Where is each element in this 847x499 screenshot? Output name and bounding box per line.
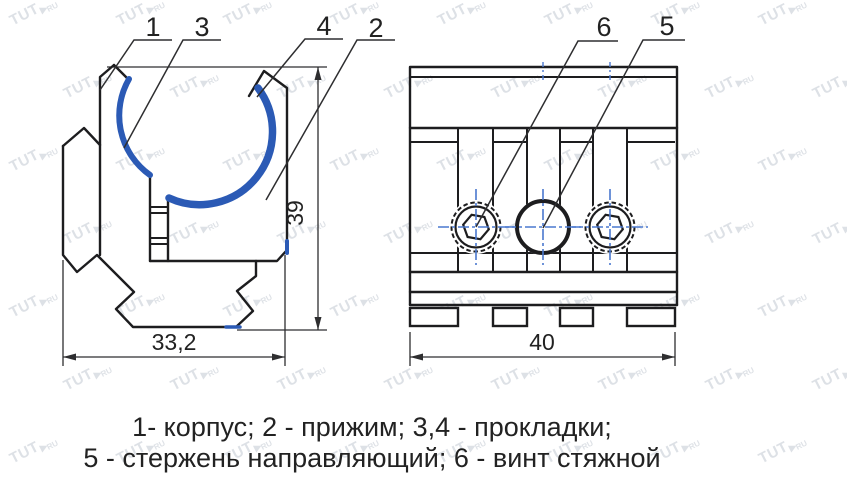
hex-socket <box>461 213 491 241</box>
left-view-callout-leaders <box>99 38 395 201</box>
gasket-4-arc <box>165 84 277 209</box>
right-view-dimension-lines <box>409 332 676 366</box>
right-view-body-outline <box>408 65 679 328</box>
bottom-tooth <box>558 306 595 328</box>
bottom-tooth <box>491 306 529 328</box>
callout-5: 5 <box>659 11 674 41</box>
centerlines <box>438 62 648 265</box>
callout-2: 2 <box>368 13 383 43</box>
dimension-height-39: 39 <box>282 200 308 226</box>
dimension-width-40: 40 <box>529 329 555 355</box>
left-view-side-profile: 1 3 4 2 33,2 39 <box>61 11 395 366</box>
callout-4: 4 <box>316 11 331 41</box>
caption: 1- корпус; 2 - прижим; 3,4 - прокладки; … <box>0 412 744 474</box>
right-view-front: 6 5 40 <box>408 11 685 366</box>
caption-line-2: 5 - стержень направляющий; 6 - винт стяж… <box>83 443 661 473</box>
bottom-tooth <box>408 306 460 328</box>
gasket-arcs <box>116 76 289 329</box>
gasket-3-arc <box>116 76 153 178</box>
dimension-width-33-2: 33,2 <box>152 329 197 355</box>
callout-6: 6 <box>596 12 611 42</box>
callout-1: 1 <box>145 12 160 42</box>
caption-line-1: 1- корпус; 2 - прижим; 3,4 - прокладки; <box>132 412 612 442</box>
bottom-tooth <box>625 306 677 328</box>
left-view-body-outline <box>61 63 289 329</box>
right-view-callout-leaders <box>475 39 685 229</box>
left-view-dimension-lines <box>62 66 327 366</box>
hex-socket <box>595 213 625 241</box>
callout-3: 3 <box>194 12 209 42</box>
